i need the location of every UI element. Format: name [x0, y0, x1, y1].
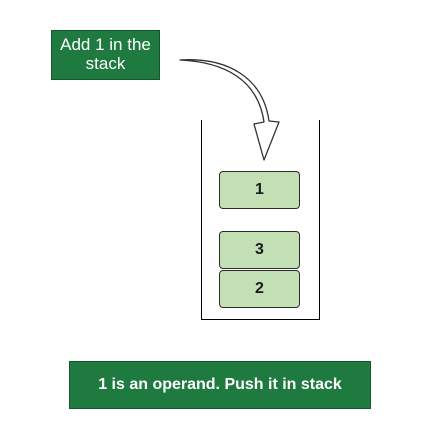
curved-down-arrow-icon [179, 59, 280, 161]
stack-cell-incoming: 1 [219, 171, 300, 209]
step-label-line2: stack [85, 54, 126, 73]
step-label: Add 1 in the stack [51, 30, 160, 80]
caption: 1 is an operand. Push it in stack [69, 361, 371, 409]
stack-container [201, 120, 320, 320]
stack-cell-item-2: 2 [219, 270, 300, 308]
stack-cell-item-1: 3 [219, 231, 300, 269]
step-label-line1: Add 1 in the [60, 35, 151, 54]
